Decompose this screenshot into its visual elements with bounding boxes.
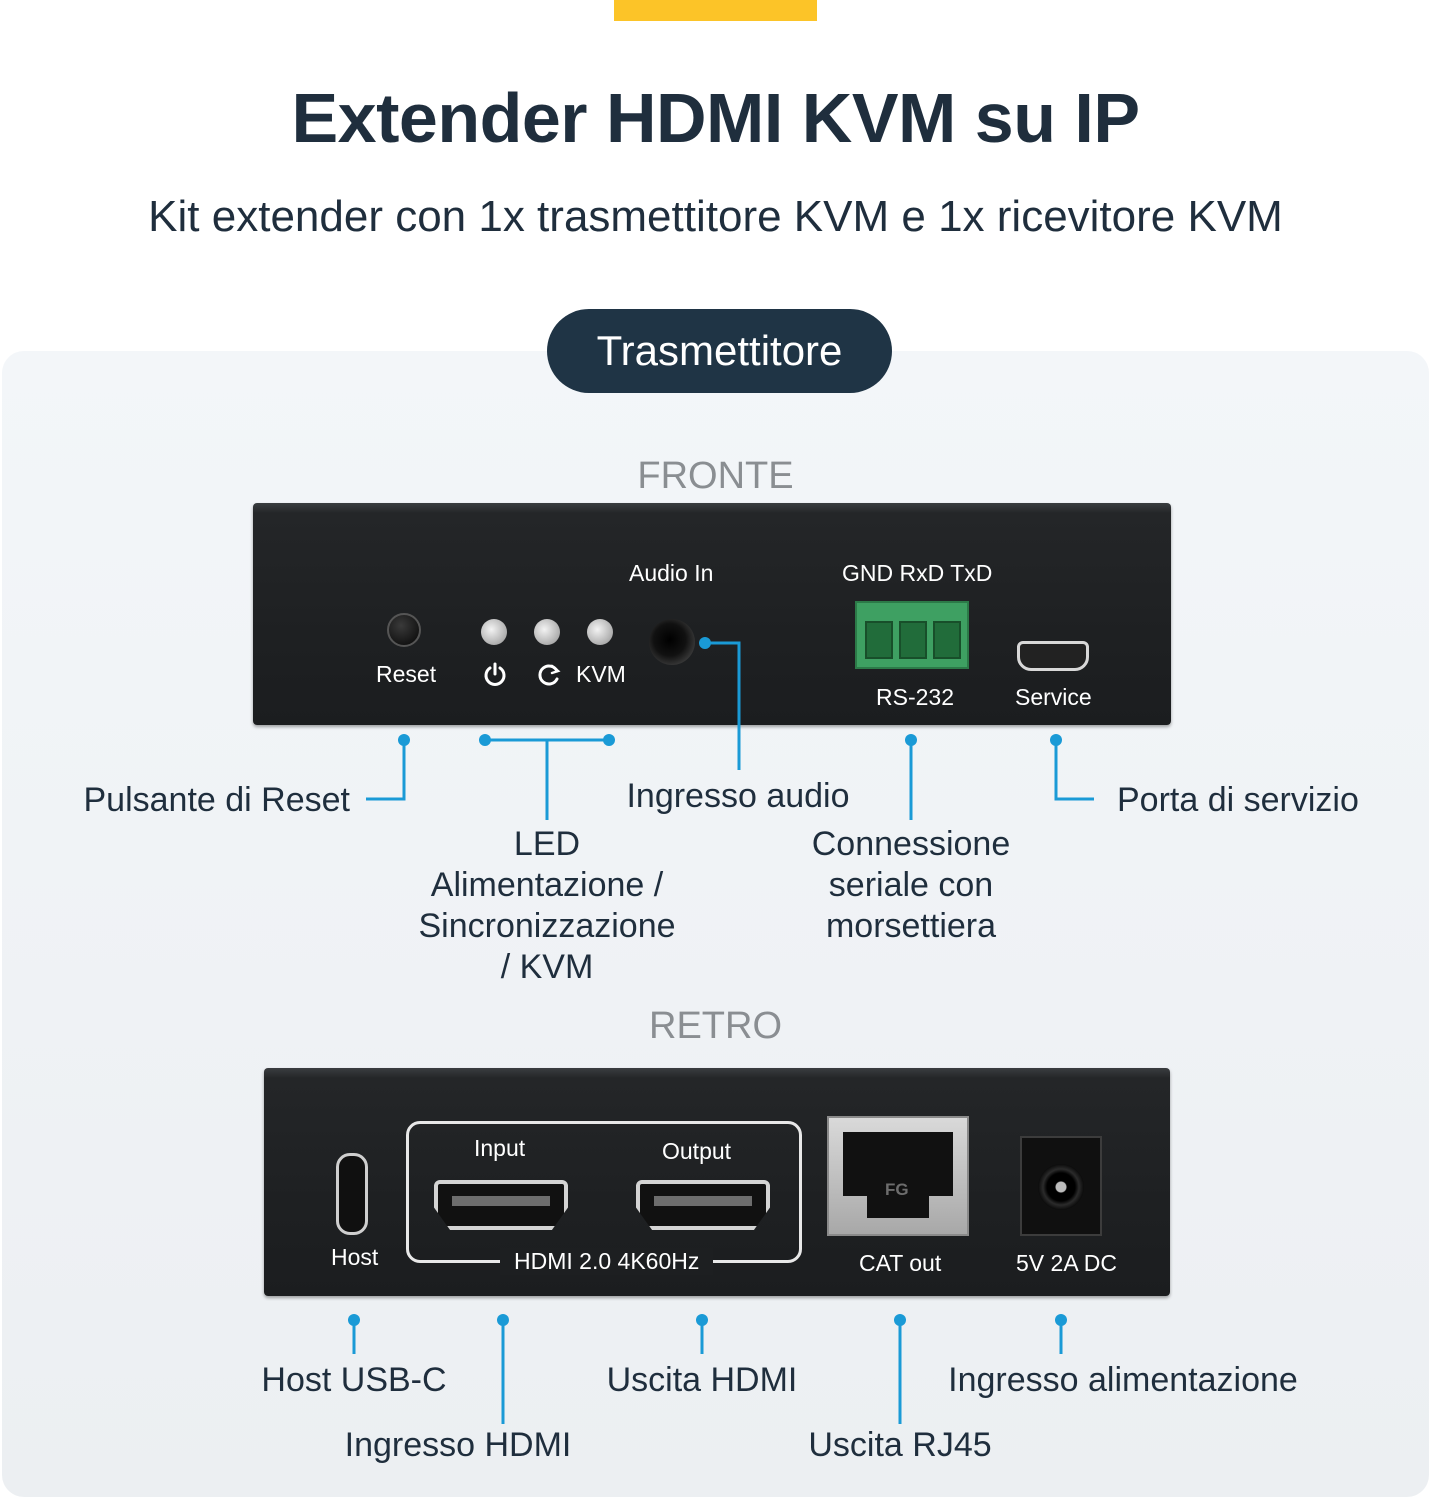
output-label: Output xyxy=(662,1138,732,1164)
usbc-callout: Host USB-C xyxy=(261,1361,447,1399)
front-section-label: FRONTE xyxy=(637,455,794,497)
back-panel-device: Host Input Output HDMI 2.0 4K60Hz FG CAT… xyxy=(264,1068,1170,1296)
audio-callout: Ingresso audio xyxy=(626,777,850,815)
micro-usb-port xyxy=(1017,641,1089,671)
hdmi-spec-label: HDMI 2.0 4K60Hz xyxy=(500,1248,714,1275)
sync-icon xyxy=(538,664,561,686)
audio-callout-line xyxy=(705,641,741,770)
cat-out-label: CAT out xyxy=(859,1250,942,1276)
front-panel-device: Reset KVM Audio In GND RxD TxD RS-232 Se… xyxy=(253,503,1171,725)
back-section-label: RETRO xyxy=(649,1005,782,1047)
service-callout-line xyxy=(1054,740,1094,801)
audio-jack xyxy=(649,619,695,665)
transmitter-badge: Trasmettitore xyxy=(547,309,892,393)
power-label: 5V 2A DC xyxy=(1016,1250,1117,1276)
page-title: Extender HDMI KVM su IP xyxy=(291,79,1140,157)
serial-callout: Connessione seriale con morsettiera xyxy=(811,825,1011,945)
page-subtitle: Kit extender con 1x trasmettitore KVM e … xyxy=(148,192,1283,241)
hdmi-input-port xyxy=(434,1180,568,1230)
reset-callout-line xyxy=(366,740,406,801)
kvm-label: KVM xyxy=(576,661,626,687)
reset-label: Reset xyxy=(376,661,437,687)
dc-power-jack xyxy=(1020,1136,1102,1236)
rj45-port: FG xyxy=(827,1116,969,1236)
terminal-pin-labels: GND RxD TxD xyxy=(842,560,993,586)
led-callout: LED Alimentazione / Sincronizzazione / K… xyxy=(418,825,676,986)
reset-callout: Pulsante di Reset xyxy=(83,781,351,819)
rj45-mark: FG xyxy=(885,1180,909,1199)
service-label: Service xyxy=(1015,684,1092,710)
hdmi-in-callout: Ingresso HDMI xyxy=(344,1426,572,1464)
power-led xyxy=(481,619,507,645)
hdmi-out-callout: Uscita HDMI xyxy=(606,1361,798,1399)
input-label: Input xyxy=(474,1135,526,1161)
serial-terminal-block xyxy=(855,601,969,669)
kvm-led xyxy=(587,619,613,645)
usb-c-port xyxy=(336,1153,368,1235)
accent-bar xyxy=(614,0,817,21)
rs232-label: RS-232 xyxy=(876,684,954,710)
hdmi-output-port xyxy=(636,1180,770,1230)
audio-in-label: Audio In xyxy=(629,560,714,586)
power-icon xyxy=(484,662,506,686)
reset-button xyxy=(387,613,421,647)
rj45-callout: Uscita RJ45 xyxy=(808,1426,992,1464)
sync-led xyxy=(534,619,560,645)
service-callout: Porta di servizio xyxy=(1117,781,1359,819)
power-in-callout: Ingresso alimentazione xyxy=(948,1361,1298,1399)
host-label: Host xyxy=(331,1244,379,1270)
